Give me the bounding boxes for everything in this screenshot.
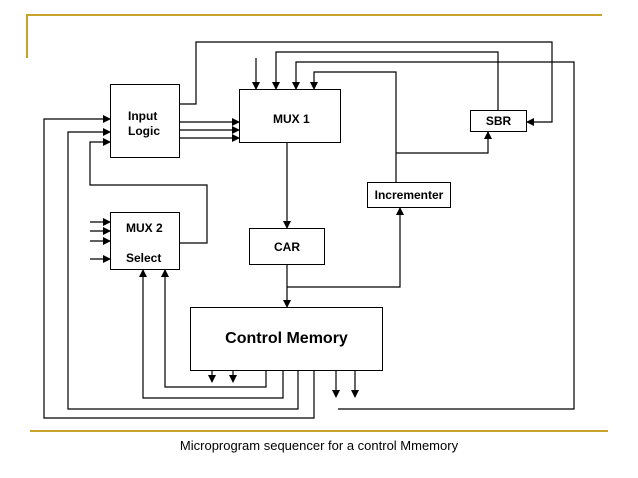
control-memory-to-mux1-line (292, 61, 575, 410)
sbr-label: SBR (485, 114, 512, 128)
incrementer-to-mux1-line (310, 71, 397, 182)
car-label: CAR (274, 239, 300, 254)
sbr-to-mux1-line (272, 51, 499, 110)
mux2-select-label: Select (126, 251, 162, 265)
diagram-caption: Microprogram sequencer for a control Mme… (179, 438, 459, 453)
car-block: CAR (249, 228, 325, 265)
input-logic-label-line-1: Input (128, 109, 158, 123)
control-memory-to-mux2-line-2 (139, 269, 284, 399)
mux2-label: MUX 2 (126, 221, 163, 235)
control-memory-to-input-logic-line-2 (43, 115, 315, 419)
incrementer-label: Incrementer (374, 188, 444, 202)
incrementer-block: Incrementer (367, 182, 451, 208)
input-logic-block: Input Logic (110, 84, 180, 158)
sbr-block: SBR (470, 110, 527, 132)
car-to-incrementer-line (287, 207, 404, 288)
left-rule (26, 14, 28, 58)
control-memory-to-mux2-line-1 (161, 269, 267, 388)
top-rule (26, 14, 602, 16)
control-memory-label: Control Memory (225, 330, 348, 347)
bottom-rule (30, 430, 608, 432)
control-memory-to-input-logic-line-1 (67, 128, 299, 410)
control-memory-block: Control Memory (190, 307, 383, 371)
mux2-to-input-logic-line (89, 138, 208, 244)
incrementer-to-sbr-line (396, 131, 492, 154)
input-logic-to-sbr-line (180, 41, 553, 126)
mux2-block: MUX 2 Select (110, 212, 180, 270)
mux1-label: MUX 1 (273, 112, 310, 126)
mux1-block: MUX 1 (239, 89, 341, 143)
input-logic-label-line-2: Logic (128, 124, 160, 138)
